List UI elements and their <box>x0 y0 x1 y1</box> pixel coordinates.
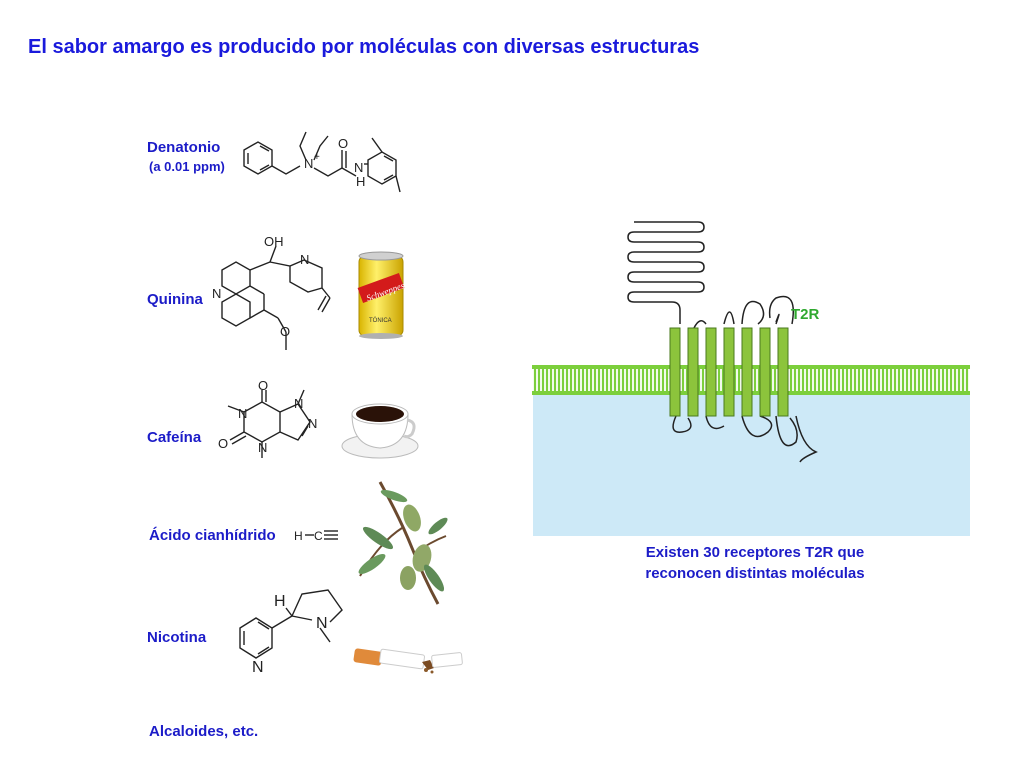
label-acido-cianhidrico: Ácido cianhídrido <box>149 527 276 544</box>
atom-n-ring: N <box>252 659 264 676</box>
atom-h: H <box>356 174 365 189</box>
label-quinina: Quinina <box>147 291 203 308</box>
atom-oh: OH <box>264 234 284 249</box>
helix-tm6 <box>759 327 771 417</box>
label-nicotina: Nicotina <box>147 629 207 646</box>
helix-tm1 <box>669 327 681 417</box>
helix-tm5 <box>741 327 753 417</box>
label-denatonio: Denatonio <box>147 139 221 156</box>
atom-n: N <box>238 406 247 421</box>
atom-h: H <box>294 529 303 543</box>
atom-o: O <box>218 436 228 451</box>
receptor-caption: Existen 30 receptores T2R que reconocen … <box>560 542 950 584</box>
intracellular-loops <box>672 415 818 463</box>
quinine-structure: OH N N O <box>212 234 331 350</box>
atom-n-plus: N <box>304 156 313 171</box>
tonic-can-image: Schweppes TÓNICA <box>357 251 406 339</box>
nicotine-structure: H N N <box>239 589 343 676</box>
extracellular-loops <box>693 295 794 329</box>
hydrogen-cyanide-structure: H C <box>294 529 338 543</box>
helix-tm4 <box>723 327 735 417</box>
label-denatonio-concentration: (a 0.01 ppm) <box>149 159 225 174</box>
cytoplasm-area <box>533 395 970 536</box>
helix-tm2 <box>687 327 699 417</box>
atom-n-ring: N <box>212 286 221 301</box>
almond-branch-image <box>358 481 448 605</box>
can-flavor: TÓNICA <box>369 317 392 324</box>
n-terminal-loop <box>627 221 705 324</box>
receptor-caption-line2: reconocen distintas moléculas <box>645 565 865 582</box>
label-alcaloides: Alcaloides, etc. <box>149 723 259 740</box>
t2r-label: T2R <box>791 306 820 323</box>
cigarette-image <box>353 648 463 674</box>
atom-charge: + <box>314 152 320 163</box>
atom-n: N <box>258 440 267 455</box>
atom-o: O <box>280 324 290 339</box>
denatonium-structure: N + O N H <box>243 131 401 193</box>
atom-o: O <box>338 136 348 151</box>
transmembrane-helices <box>669 327 789 417</box>
t2r-receptor-diagram: T2R <box>532 221 970 536</box>
helix-tm7 <box>777 327 789 417</box>
caffeine-structure: O N O N N N <box>218 378 317 458</box>
atom-n: N <box>294 396 303 411</box>
atom-n: N <box>354 160 363 175</box>
coffee-cup-image <box>341 403 419 459</box>
atom-n: N <box>316 615 328 632</box>
atom-n: N <box>300 252 309 267</box>
atom-h: H <box>274 593 286 610</box>
page-title: El sabor amargo es producido por molécul… <box>28 36 700 58</box>
atom-c: C <box>314 529 323 543</box>
helix-tm3 <box>705 327 717 417</box>
atom-o: O <box>258 378 268 393</box>
atom-n: N <box>308 416 317 431</box>
label-cafeina: Cafeína <box>147 429 202 446</box>
receptor-caption-line1: Existen 30 receptores T2R que <box>645 544 865 561</box>
